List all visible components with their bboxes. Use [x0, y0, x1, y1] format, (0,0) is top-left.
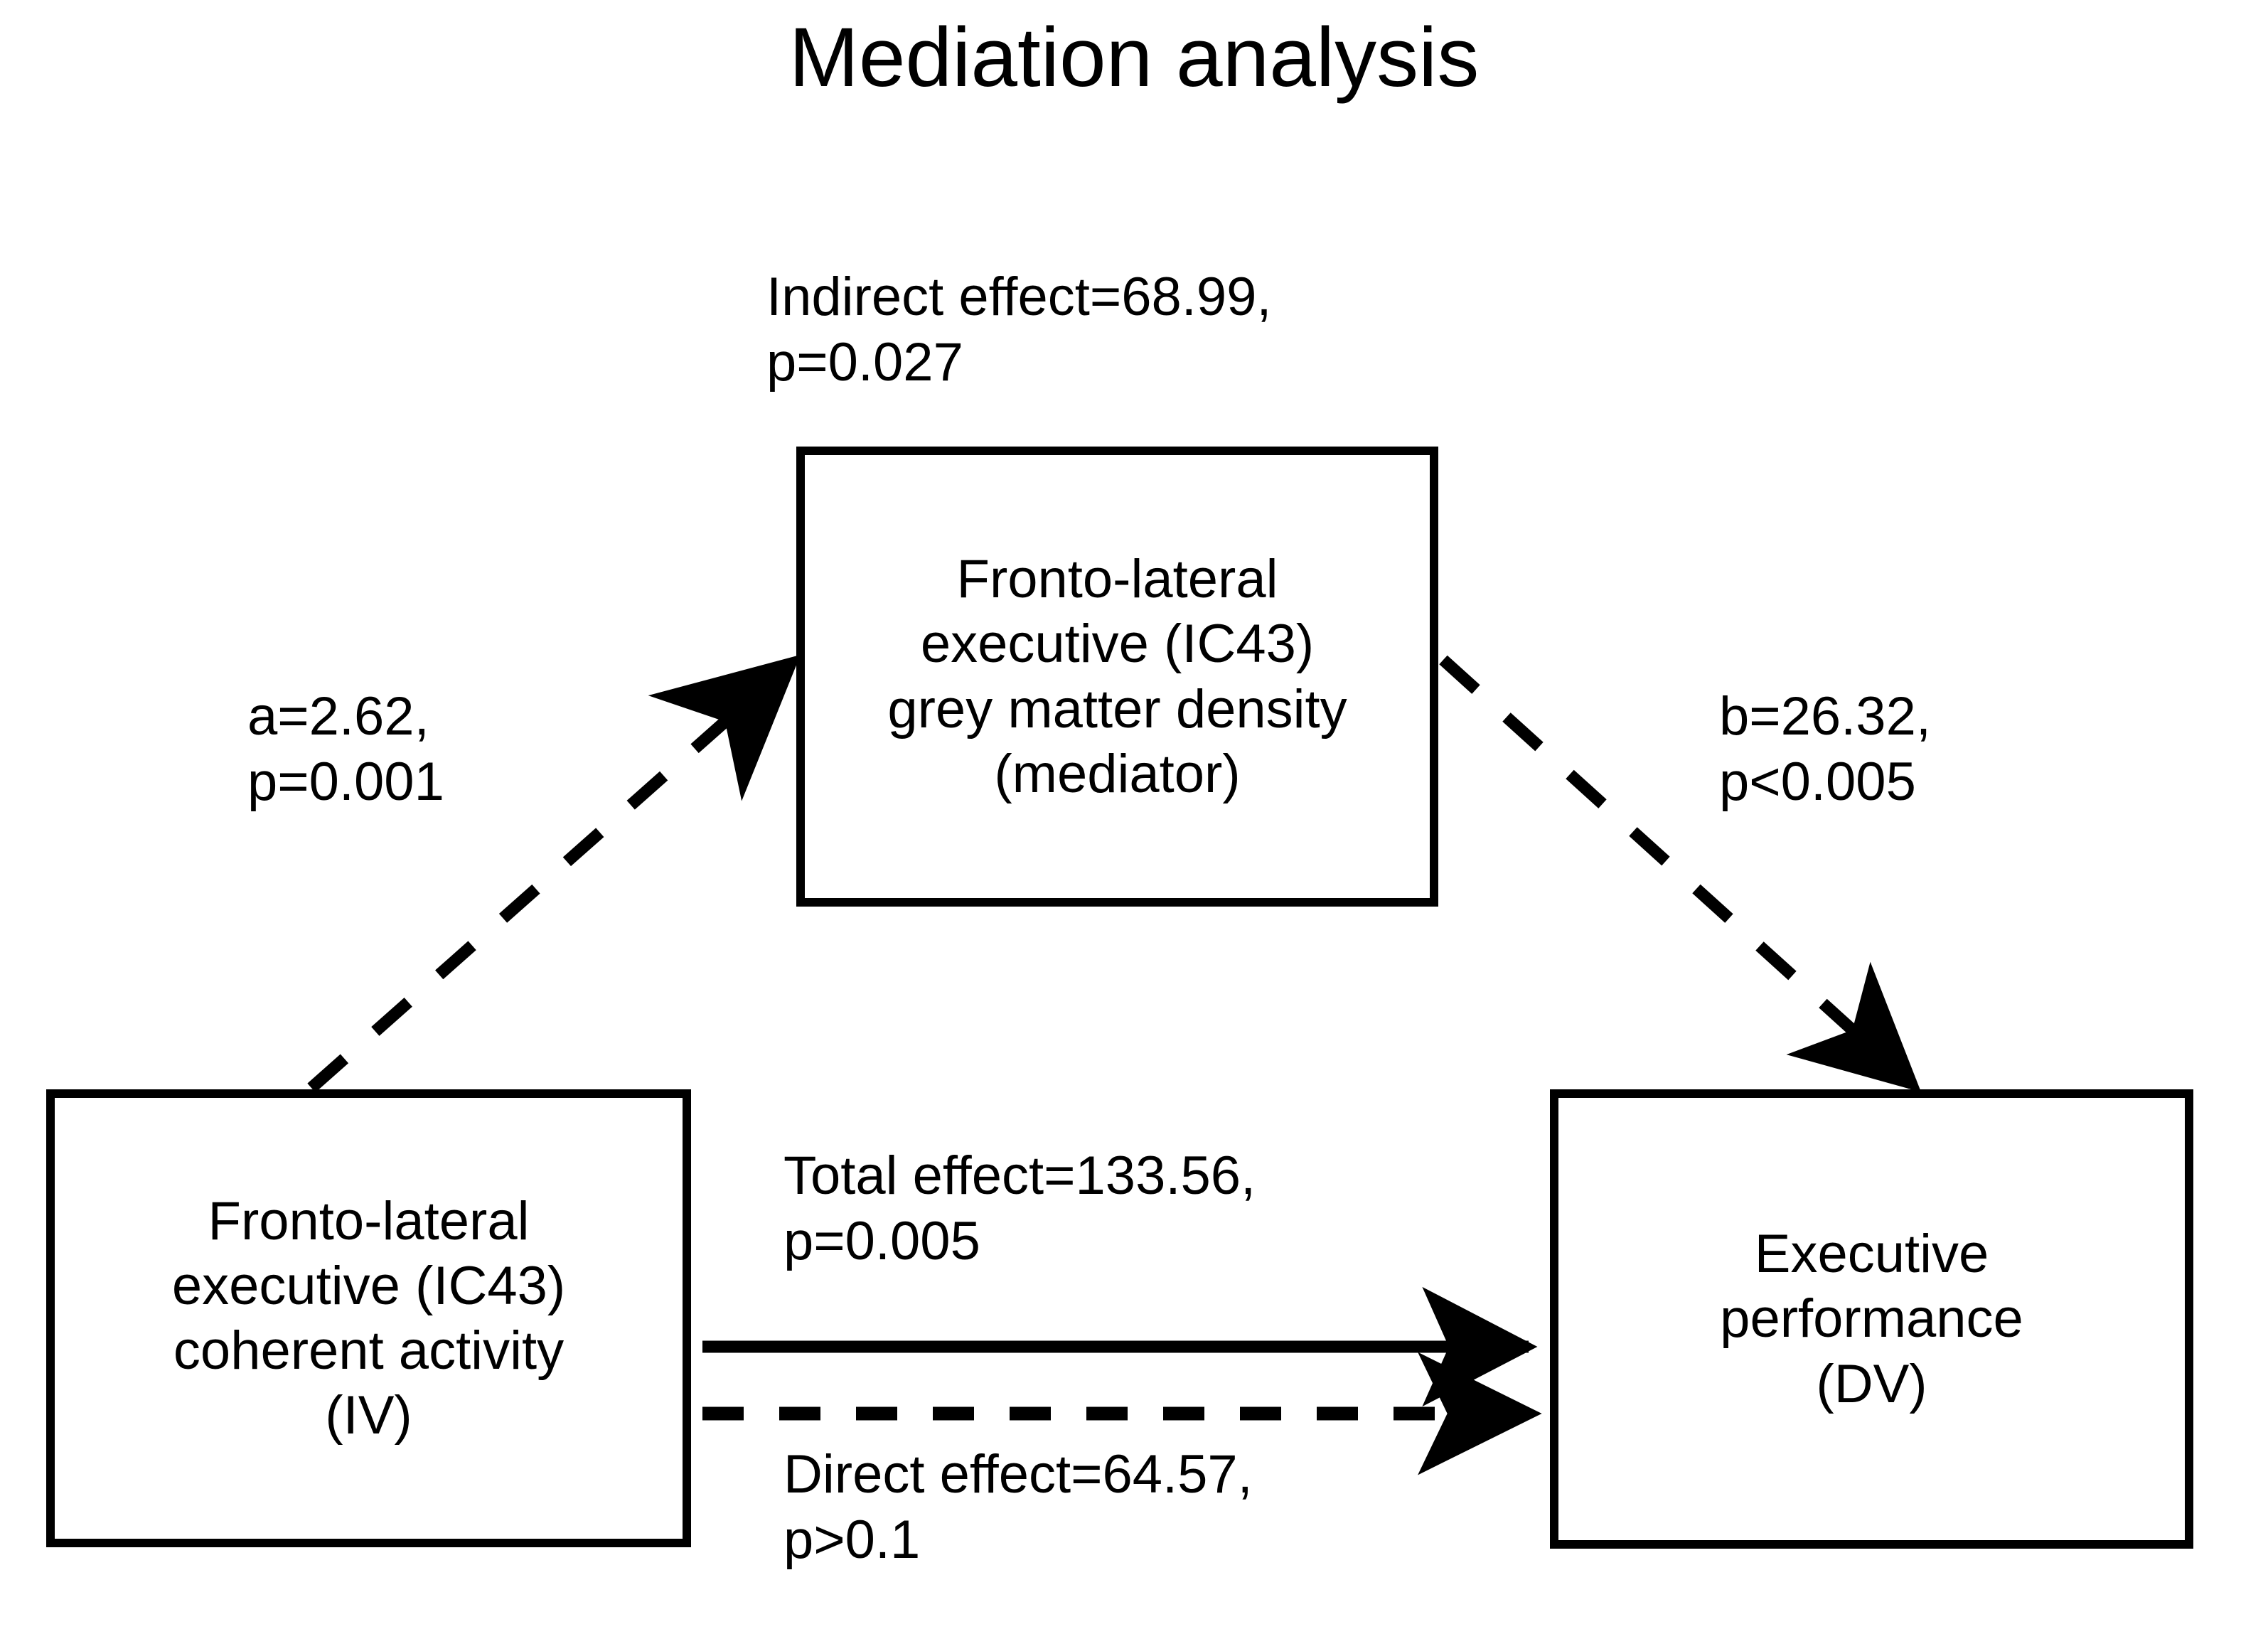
- node-mediator-line-2: executive (IC43): [920, 614, 1315, 675]
- node-dv-box: Executive performance (DV): [1550, 1089, 2193, 1549]
- node-iv-line-1: Fronto-lateral: [208, 1190, 530, 1251]
- label-path-b-line-1: b=26.32,: [1719, 686, 1931, 747]
- label-total-effect-line-2: p=0.005: [783, 1210, 980, 1271]
- label-indirect-effect: Indirect effect=68.99, p=0.027: [766, 265, 1272, 395]
- node-iv-line-2: executive (IC43): [171, 1255, 566, 1316]
- label-direct-effect-line-1: Direct effect=64.57,: [783, 1444, 1253, 1505]
- label-total-effect-line-1: Total effect=133.56,: [783, 1146, 1256, 1206]
- node-iv-line-4: (IV): [325, 1385, 412, 1446]
- node-mediator-box: Fronto-lateral executive (IC43) grey mat…: [796, 447, 1438, 907]
- label-total-effect: Total effect=133.56, p=0.005: [783, 1143, 1256, 1274]
- node-dv-line-2: performance: [1720, 1288, 2023, 1350]
- node-dv-line-3: (DV): [1816, 1353, 1927, 1414]
- node-mediator-line-3: grey matter density: [887, 678, 1347, 739]
- label-path-a-line-1: a=2.62,: [247, 686, 429, 747]
- node-mediator-line-4: (mediator): [994, 743, 1241, 804]
- node-mediator-line-1: Fronto-lateral: [956, 549, 1278, 610]
- label-indirect-effect-line-1: Indirect effect=68.99,: [766, 267, 1272, 327]
- label-indirect-effect-line-2: p=0.027: [766, 331, 963, 393]
- label-path-b: b=26.32, p<0.005: [1719, 684, 1931, 815]
- label-path-b-line-2: p<0.005: [1719, 751, 1916, 812]
- label-direct-effect: Direct effect=64.57, p>0.1: [783, 1442, 1253, 1573]
- label-path-a: a=2.62, p=0.001: [247, 684, 444, 815]
- node-iv-line-3: coherent activity: [173, 1320, 565, 1381]
- label-direct-effect-line-2: p>0.1: [783, 1509, 921, 1570]
- node-dv-line-1: Executive: [1754, 1224, 1989, 1285]
- node-iv-box: Fronto-lateral executive (IC43) coherent…: [46, 1089, 691, 1547]
- label-path-a-line-2: p=0.001: [247, 751, 444, 812]
- page-title: Mediation analysis: [788, 11, 1480, 105]
